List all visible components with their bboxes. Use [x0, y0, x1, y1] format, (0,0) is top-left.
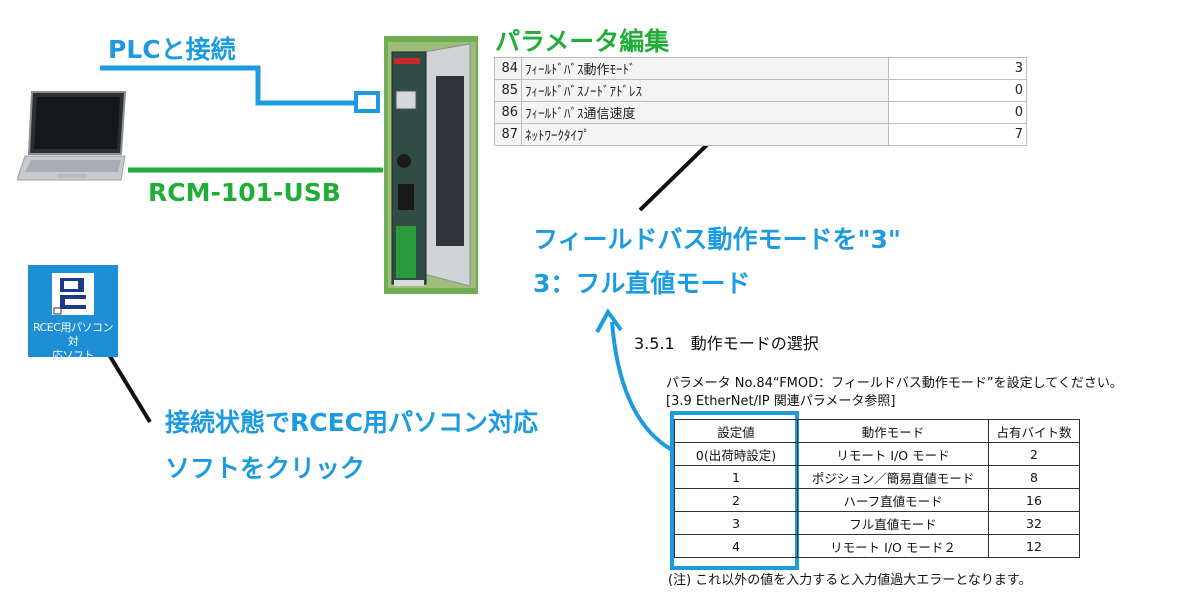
param-name: ﾈｯﾄﾜｰｸﾀｲﾌﾟ: [521, 123, 889, 146]
mode-cell: ポジション／簡易直値モード: [797, 465, 989, 489]
cable-model-label: RCM-101-USB: [148, 178, 341, 207]
col-header: 占有バイト数: [988, 419, 1080, 443]
bytes-cell: 12: [988, 534, 1080, 558]
plug-icon: [354, 91, 380, 113]
param-name: ﾌｨｰﾙﾄﾞﾊﾞｽ動作ﾓｰﾄﾞ: [521, 57, 889, 80]
mode-cell: リモート I/O モード２: [797, 534, 989, 558]
param-name: ﾌｨｰﾙﾄﾞﾊﾞｽﾉｰﾄﾞｱﾄﾞﾚｽ: [521, 79, 889, 102]
mode-cell: フル直値モード: [797, 511, 989, 535]
param-value[interactable]: 0: [888, 79, 1027, 102]
param-value[interactable]: 7: [888, 123, 1027, 146]
mode-cell: ハーフ直値モード: [797, 488, 989, 512]
parameter-table: 84 ﾌｨｰﾙﾄﾞﾊﾞｽ動作ﾓｰﾄﾞ 3 85 ﾌｨｰﾙﾄﾞﾊﾞｽﾉｰﾄﾞｱﾄﾞ…: [494, 57, 1027, 146]
shortcut-label-line2: 応ソフト: [52, 349, 95, 362]
laptop-icon: [17, 91, 127, 181]
table-row: 3 フル直値モード 32: [674, 511, 1080, 535]
doc-note: (注) これ以外の値を入力すると入力値過大エラーとなります。: [668, 573, 1032, 588]
table-row: 2 ハーフ直値モード 16: [674, 488, 1080, 512]
param-edit-title: パラメータ編集: [495, 27, 670, 56]
mode-cell: リモート I/O モード: [797, 442, 989, 466]
table-row[interactable]: 85 ﾌｨｰﾙﾄﾞﾊﾞｽﾉｰﾄﾞｱﾄﾞﾚｽ 0: [494, 79, 1027, 102]
bytes-cell: 8: [988, 465, 1080, 489]
param-value[interactable]: 3: [888, 57, 1027, 80]
shortcut-label-line1: RCEC用パソコン対: [33, 321, 113, 348]
setting-cell: 1: [674, 465, 798, 489]
bytes-cell: 16: [988, 488, 1080, 512]
operation-mode-table: 設定値 動作モード 占有バイト数 0(出荷時設定) リモート I/O モード 2…: [674, 419, 1080, 558]
param-no: 84: [494, 57, 522, 80]
table-row: 1 ポジション／簡易直値モード 8: [674, 465, 1080, 489]
plc-connect-label: PLCと接続: [108, 35, 236, 64]
curve-arrow-head: [595, 308, 623, 333]
table-row: 4 リモート I/O モード２ 12: [674, 534, 1080, 558]
fieldbus-mode-note: フィールドバス動作モードを"3": [533, 225, 901, 254]
param-value[interactable]: 0: [888, 101, 1027, 124]
doc-instruction: パラメータ No.84“FMOD：フィールドバス動作モード”を設定してください。: [666, 376, 1123, 391]
setting-cell: 4: [674, 534, 798, 558]
setting-cell: 3: [674, 511, 798, 535]
doc-reference: [3.9 EtherNet/IP 関連パラメータ参照]: [666, 394, 896, 409]
setting-cell: 2: [674, 488, 798, 512]
bytes-cell: 32: [988, 511, 1080, 535]
col-header: 設定値: [674, 419, 798, 443]
click-note-line2: ソフトをクリック: [165, 454, 366, 483]
shortcut-pointer-line: [106, 351, 152, 424]
table-row[interactable]: 87 ﾈｯﾄﾜｰｸﾀｲﾌﾟ 7: [494, 123, 1027, 146]
table-header-row: 設定値 動作モード 占有バイト数: [674, 419, 1080, 443]
curve-arrow: [610, 321, 674, 452]
col-header: 動作モード: [797, 419, 989, 443]
table-row[interactable]: 84 ﾌｨｰﾙﾄﾞﾊﾞｽ動作ﾓｰﾄﾞ 3: [494, 57, 1027, 80]
rcec-app-icon: [52, 273, 94, 315]
table-row[interactable]: 86 ﾌｨｰﾙﾄﾞﾊﾞｽ通信速度 0: [494, 101, 1027, 124]
param-no: 85: [494, 79, 522, 102]
controller-device-image: [384, 36, 478, 294]
param-no: 87: [494, 123, 522, 146]
click-note-line1: 接続状態でRCEC用パソコン対応: [165, 408, 539, 437]
plc-connection-line: [100, 65, 356, 106]
setting-cell: 0(出荷時設定): [674, 442, 798, 466]
section-heading: 3.5.1 動作モードの選択: [634, 334, 819, 353]
bytes-cell: 2: [988, 442, 1080, 466]
table-row: 0(出荷時設定) リモート I/O モード 2: [674, 442, 1080, 466]
rcec-software-shortcut[interactable]: RCEC用パソコン対 応ソフト: [28, 265, 118, 362]
full-direct-mode-note: 3：フル直値モード: [533, 269, 751, 298]
param-no: 86: [494, 101, 522, 124]
param-name: ﾌｨｰﾙﾄﾞﾊﾞｽ通信速度: [521, 101, 889, 124]
